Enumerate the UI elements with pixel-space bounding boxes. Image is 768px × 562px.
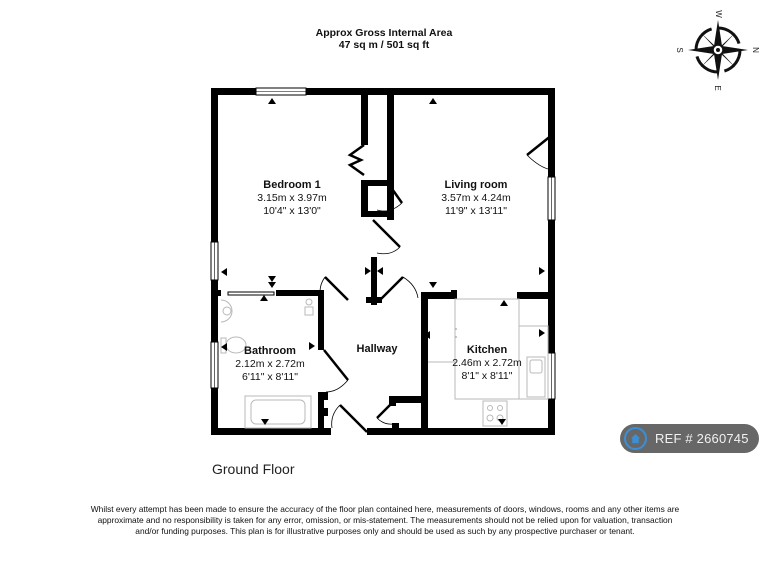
compass-top-letter: W (714, 10, 723, 18)
compass-bottom-letter: E (713, 85, 722, 90)
hob-icon (482, 400, 508, 427)
room-imperial: 6'11" x 8'11" (241, 371, 299, 383)
sink-icon (526, 356, 546, 398)
doors (323, 134, 553, 433)
room-name: Bedroom 1 (263, 179, 321, 191)
room-imperial: 8'1" x 8'11" (461, 370, 513, 382)
room-name: Kitchen (466, 344, 508, 356)
floor-label: Ground Floor (212, 461, 295, 477)
home-icon (624, 427, 647, 450)
basin-icon (220, 299, 233, 323)
door-swings (319, 154, 553, 429)
room-kitchen: Kitchen 2.46m x 2.72m 8'1" x 8'11" (452, 344, 521, 383)
compass-right-letter: N (751, 47, 760, 53)
room-hallway: Hallway (357, 343, 398, 356)
room-bedroom-1: Bedroom 1 3.15m x 3.97m 10'4" x 13'0" (257, 179, 326, 218)
compass-left-letter: S (676, 47, 684, 52)
area-title: Approx Gross Internal Area (315, 27, 453, 39)
fixtures (220, 298, 549, 429)
room-living-room: Living room 3.57m x 4.24m 11'9" x 13'11" (441, 179, 510, 218)
ref-number: REF # 2660745 (655, 431, 749, 446)
room-metric: 3.57m x 4.24m (441, 192, 511, 204)
dimension-markers (221, 98, 545, 425)
room-metric: 2.12m x 2.72m (235, 358, 305, 370)
area-header: Approx Gross Internal Area 47 sq m / 501… (0, 27, 768, 51)
room-name: Hallway (356, 343, 398, 355)
shower-icon (304, 306, 314, 316)
bathtub-icon (244, 395, 312, 429)
room-name: Living room (444, 179, 508, 191)
room-metric: 3.15m x 3.97m (257, 192, 327, 204)
window-inner-lines (214, 91, 552, 399)
room-metric: 2.46m x 2.72m (452, 357, 522, 369)
compass-rose-icon: W N E S (676, 10, 760, 90)
disclaimer-text: Whilst every attempt has been made to en… (90, 504, 680, 536)
room-bathroom: Bathroom 2.12m x 2.72m 6'11" x 8'11" (235, 345, 304, 384)
area-value: 47 sq m / 501 sq ft (338, 39, 430, 51)
room-imperial: 10'4" x 13'0" (263, 205, 321, 217)
room-name: Bathroom (244, 345, 296, 357)
ref-badge: REF # 2660745 (620, 424, 759, 453)
room-imperial: 11'9" x 13'11" (445, 205, 507, 217)
